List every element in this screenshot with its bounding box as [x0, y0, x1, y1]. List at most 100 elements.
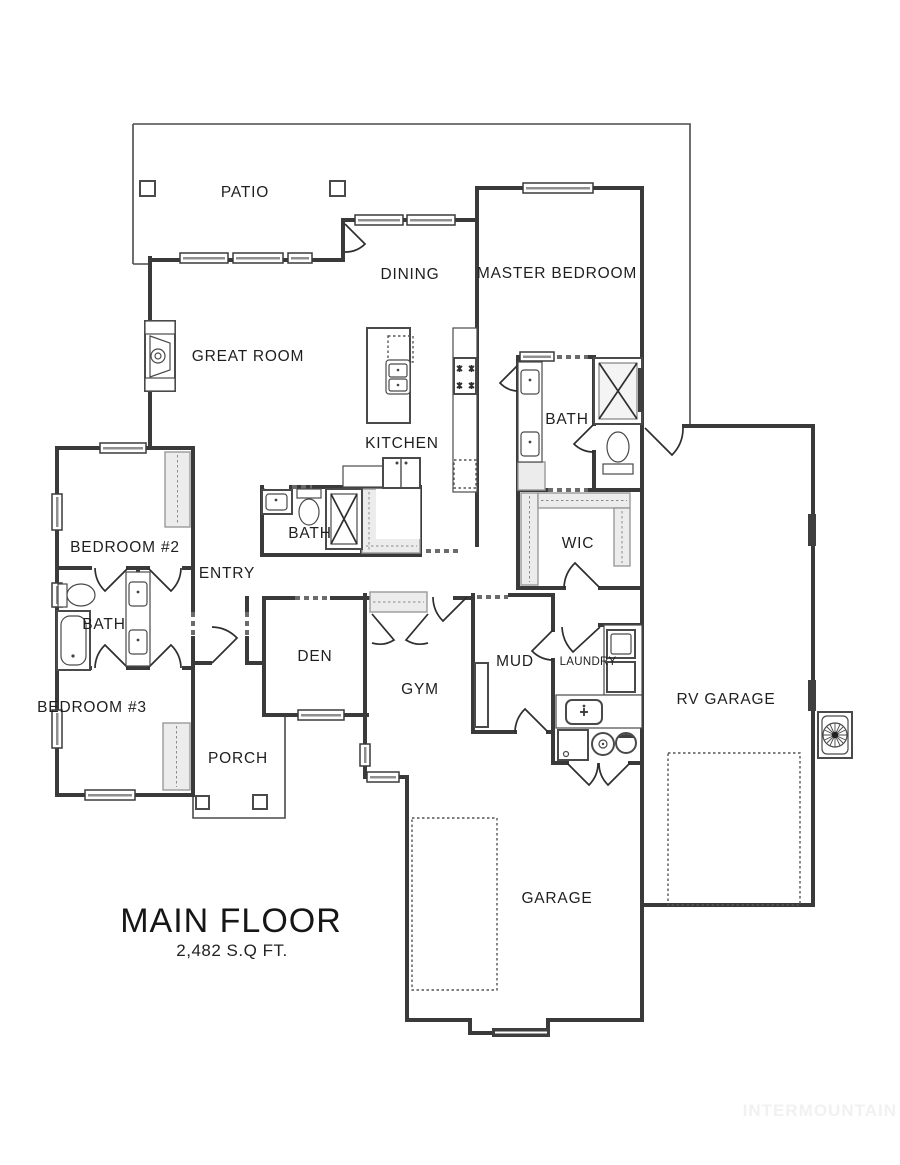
- kitchen-counter-south: [342, 457, 421, 489]
- door-master-toilet: [572, 423, 595, 453]
- vanity-sink-icon: [128, 629, 148, 655]
- kitchen-island: [366, 327, 414, 424]
- room-label-den: DEN: [297, 648, 332, 665]
- door-bath-inner: [94, 643, 129, 669]
- ac-unit-icon: [817, 711, 853, 759]
- master-bath-fixtures: [517, 357, 644, 475]
- garage-door: [492, 1028, 550, 1037]
- title-block: MAIN FLOOR 2,482 S.Q FT.: [120, 902, 342, 960]
- shower-glass: [638, 368, 644, 412]
- vanity-sink-icon: [261, 489, 293, 515]
- door-shared-bath: [147, 567, 182, 593]
- room-label-garage: GARAGE: [521, 890, 592, 907]
- patio-post: [329, 180, 346, 197]
- windows: [51, 182, 816, 1037]
- window: [297, 709, 345, 721]
- patio-post: [139, 180, 156, 197]
- window: [84, 789, 136, 801]
- bedroom3-closet: [162, 722, 191, 791]
- toilet-icon: [57, 583, 96, 608]
- room-label-great-room: GREAT ROOM: [192, 348, 305, 365]
- door-gym-double-right: [404, 613, 429, 645]
- window: [522, 182, 594, 194]
- wic-shelving: [520, 492, 631, 586]
- door-rv-garage: [644, 427, 684, 457]
- washer-icon: [606, 629, 636, 659]
- window: [354, 214, 404, 226]
- gym-transom: [369, 591, 428, 613]
- vanity-sink-icon: [520, 431, 540, 457]
- utility-tub-icon: [591, 732, 615, 756]
- door-garage-double-left: [566, 762, 599, 787]
- room-label-bedroom2: BEDROOM #2: [70, 539, 180, 556]
- door-bedroom2: [94, 567, 129, 593]
- parking-stalls: [411, 752, 801, 991]
- door-mud-hall: [530, 629, 554, 661]
- window: [406, 214, 456, 226]
- appliance-icon: [557, 729, 589, 761]
- window: [519, 351, 555, 362]
- room-label-dining: DINING: [380, 266, 439, 283]
- room-label-rv-garage: RV GARAGE: [676, 691, 775, 708]
- mud-bench: [474, 662, 489, 728]
- vanity-sink-icon: [520, 369, 540, 395]
- water-heater-icon: [615, 732, 637, 754]
- plan-area: 2,482 S.Q FT.: [176, 941, 287, 960]
- front-door: [211, 626, 239, 664]
- window: [99, 442, 147, 454]
- range-icon: [453, 357, 477, 395]
- shower-icon: [593, 357, 644, 425]
- toilet-icon: [296, 488, 322, 526]
- room-label-kitchen: KITCHEN: [365, 435, 439, 452]
- door-dining-patio: [344, 223, 367, 253]
- plan-title: MAIN FLOOR: [120, 902, 342, 940]
- room-label-wic: WIC: [562, 535, 595, 552]
- porch-post: [195, 795, 210, 810]
- cased-openings: [191, 355, 588, 638]
- room-label-master-bath: BATH: [545, 411, 588, 428]
- door-wic: [563, 561, 601, 589]
- rv-stall: [667, 752, 801, 906]
- window: [366, 771, 400, 783]
- window: [287, 252, 313, 264]
- room-label-porch: PORCH: [208, 750, 268, 767]
- porch-outline: [192, 715, 286, 819]
- window: [51, 709, 63, 749]
- door-mud-garage: [514, 707, 549, 733]
- window: [179, 252, 229, 264]
- room-label-patio: PATIO: [221, 184, 269, 201]
- room-label-gym: GYM: [401, 681, 439, 698]
- room-label-shared-bath: BATH: [82, 616, 125, 633]
- shared-bath-fixtures: [56, 571, 151, 671]
- fridge-icon: [382, 457, 421, 489]
- door-bedroom3: [147, 643, 182, 669]
- porch-post: [252, 794, 268, 810]
- room-label-laundry: LAUNDRY: [560, 656, 617, 668]
- room-label-hall-bath: BATH: [288, 525, 331, 542]
- fireplace-icon: [144, 320, 176, 392]
- dryer-icon: [606, 661, 636, 693]
- window: [232, 252, 284, 264]
- patio-outline: [132, 123, 691, 424]
- door-master-bath: [498, 364, 519, 392]
- room-label-bedroom3: BEDROOM #3: [37, 699, 147, 716]
- garage-door-track: [808, 680, 816, 711]
- pantry-shelving: [361, 488, 421, 554]
- linen-closet: [517, 461, 546, 491]
- room-label-mud: MUD: [496, 653, 534, 670]
- hall-bath-fixtures: [261, 488, 363, 550]
- watermark: INTERMOUNTAIN: [743, 1101, 897, 1120]
- toilet-icon: [602, 431, 634, 475]
- kitchen-counter-east: [452, 327, 478, 493]
- room-labels: PATIO DINING MASTER BEDROOM GREAT ROOM K…: [37, 184, 775, 907]
- door-laundry: [561, 626, 601, 654]
- bathtub-icon: [56, 610, 91, 671]
- garage-door-track: [808, 514, 816, 546]
- garage-stall: [411, 817, 498, 991]
- room-label-entry: ENTRY: [199, 565, 255, 582]
- door-garage-double-right: [598, 762, 631, 787]
- window: [359, 743, 371, 767]
- bedroom2-closet: [164, 451, 191, 528]
- kitchen-fixtures: [342, 327, 478, 493]
- window: [51, 493, 63, 531]
